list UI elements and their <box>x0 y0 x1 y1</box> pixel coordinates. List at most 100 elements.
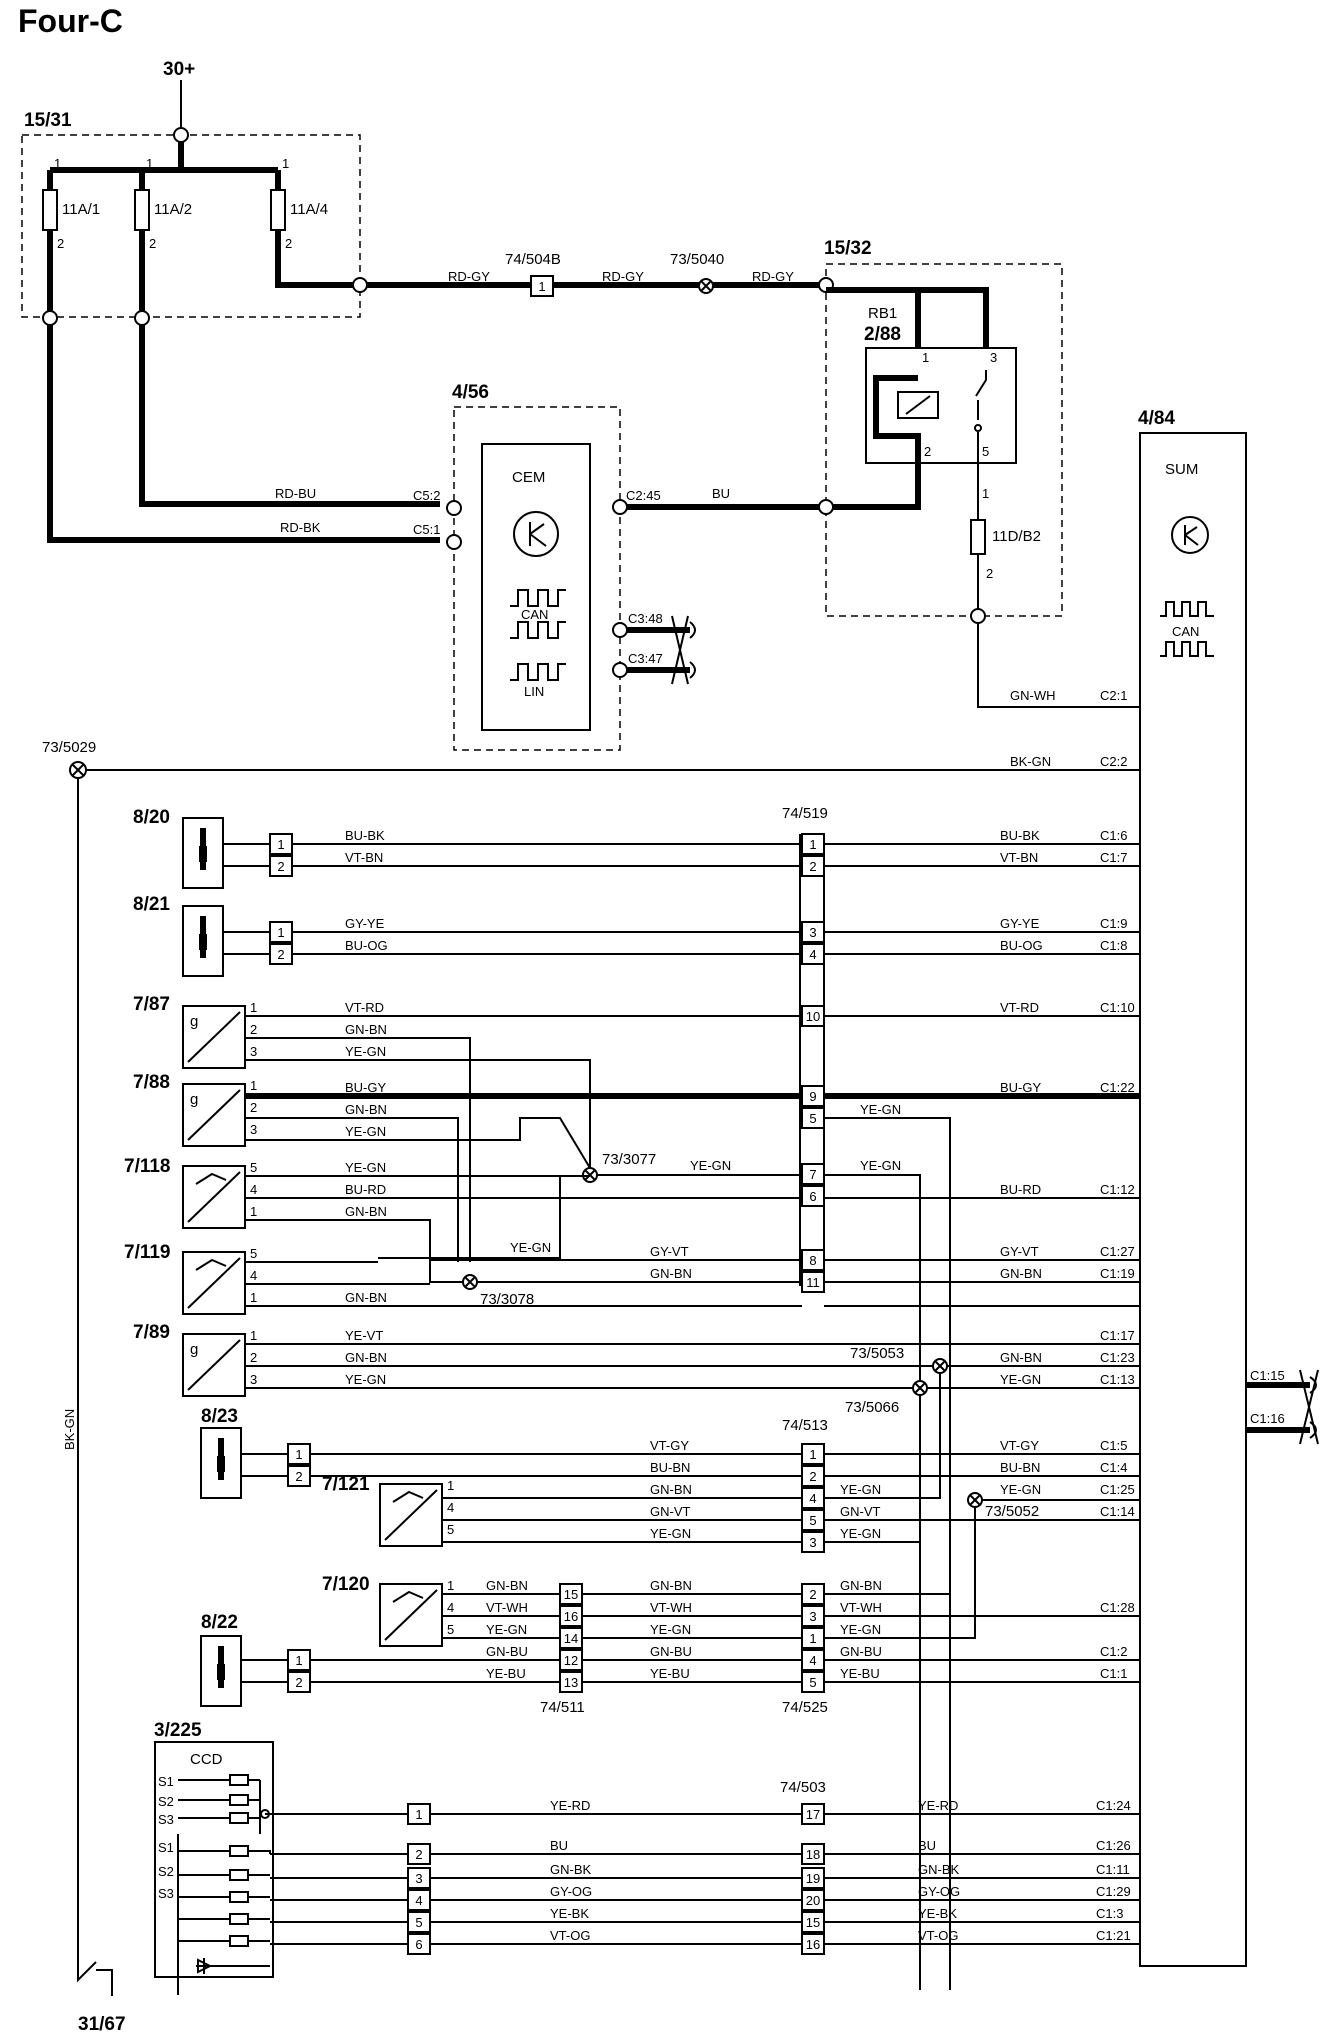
svg-text:BU-GY: BU-GY <box>345 1080 387 1095</box>
svg-text:C1:26: C1:26 <box>1096 1838 1131 1853</box>
svg-text:1: 1 <box>538 279 545 294</box>
svg-text:1: 1 <box>809 1631 816 1646</box>
fusebox-id: 15/31 <box>24 110 72 131</box>
svg-text:GN-VT: GN-VT <box>650 1504 691 1519</box>
svg-text:GN-BN: GN-BN <box>650 1482 692 1497</box>
svg-text:4/84: 4/84 <box>1138 408 1175 429</box>
svg-text:3: 3 <box>250 1044 257 1059</box>
connector-74-503-right: 17 18 19 20 15 16 <box>801 1803 825 1955</box>
svg-text:5: 5 <box>250 1160 257 1175</box>
svg-text:2: 2 <box>415 1847 422 1862</box>
sensor-7-121: 7/121 1 4 5 <box>322 1474 454 1547</box>
svg-text:S2: S2 <box>158 1794 174 1809</box>
svg-text:5: 5 <box>415 1915 422 1930</box>
svg-text:GY-VT: GY-VT <box>1000 1244 1039 1259</box>
svg-text:1: 1 <box>250 1000 257 1015</box>
svg-text:GN-BN: GN-BN <box>486 1578 528 1593</box>
svg-text:YE-VT: YE-VT <box>345 1328 383 1343</box>
svg-text:C1:3: C1:3 <box>1096 1906 1123 1921</box>
svg-text:C1:22: C1:22 <box>1100 1080 1135 1095</box>
svg-text:BU: BU <box>918 1838 936 1853</box>
svg-text:3: 3 <box>809 925 816 940</box>
svg-text:C1:16: C1:16 <box>1250 1411 1285 1426</box>
svg-text:16: 16 <box>806 1937 820 1952</box>
svg-text:RD-GY: RD-GY <box>448 269 490 284</box>
svg-text:YE-GN: YE-GN <box>510 1240 551 1255</box>
svg-text:g: g <box>190 1091 198 1108</box>
svg-text:VT-RD: VT-RD <box>1000 1000 1039 1015</box>
svg-text:74/503: 74/503 <box>780 1779 826 1796</box>
svg-text:YE-RD: YE-RD <box>550 1798 590 1813</box>
svg-text:YE-GN: YE-GN <box>840 1622 881 1637</box>
svg-text:YE-GN: YE-GN <box>345 1372 386 1387</box>
svg-text:GN-VT: GN-VT <box>840 1504 881 1519</box>
svg-text:1: 1 <box>447 1578 454 1593</box>
ground-label: 31/67 <box>78 2014 126 2035</box>
svg-text:3/225: 3/225 <box>154 1720 202 1741</box>
svg-text:BU-BN: BU-BN <box>1000 1460 1040 1475</box>
svg-text:GN-BN: GN-BN <box>345 1350 387 1365</box>
connector-74-519: 1 2 3 4 10 9 5 7 6 8 11 <box>801 833 825 1293</box>
svg-text:C1:23: C1:23 <box>1100 1350 1135 1365</box>
svg-text:4: 4 <box>809 947 816 962</box>
svg-text:1: 1 <box>809 837 816 852</box>
svg-text:74/513: 74/513 <box>782 1417 828 1434</box>
svg-text:1: 1 <box>447 1478 454 1493</box>
svg-text:6: 6 <box>415 1937 422 1952</box>
svg-text:VT-WH: VT-WH <box>486 1600 528 1615</box>
svg-text:73/3078: 73/3078 <box>480 1291 534 1308</box>
svg-text:1: 1 <box>282 156 289 171</box>
svg-text:4: 4 <box>447 1600 454 1615</box>
svg-text:BU-RD: BU-RD <box>1000 1182 1041 1197</box>
svg-text:8: 8 <box>809 1253 816 1268</box>
svg-text:5: 5 <box>809 1111 816 1126</box>
svg-text:2: 2 <box>149 236 156 251</box>
svg-text:C1:15: C1:15 <box>1250 1368 1285 1383</box>
connector-74-504b-label: 74/504B <box>505 251 561 268</box>
svg-text:8/23: 8/23 <box>201 1406 238 1427</box>
cem-module: 4/56 CEM CAN LIN C5:2 C5:1 C2:45 C3:48 C… <box>413 382 696 751</box>
svg-text:BU-RD: BU-RD <box>345 1182 386 1197</box>
svg-text:73/5052: 73/5052 <box>985 1503 1039 1520</box>
svg-text:15/32: 15/32 <box>824 238 872 259</box>
connector-74-525: 2 3 1 4 5 <box>801 1583 825 1693</box>
svg-text:4: 4 <box>809 1491 816 1506</box>
svg-text:10: 10 <box>806 1009 820 1024</box>
supply-label: 30+ <box>163 59 195 80</box>
svg-text:16: 16 <box>564 1609 578 1624</box>
svg-text:8/20: 8/20 <box>133 807 170 828</box>
fuse-label-2: 11A/2 <box>154 201 192 218</box>
svg-text:9: 9 <box>809 1089 816 1104</box>
svg-text:YE-GN: YE-GN <box>1000 1482 1041 1497</box>
svg-text:5: 5 <box>447 1522 454 1537</box>
svg-text:GN-BU: GN-BU <box>650 1644 692 1659</box>
svg-text:8/22: 8/22 <box>201 1612 238 1633</box>
svg-text:7/89: 7/89 <box>133 1322 170 1343</box>
svg-text:7/120: 7/120 <box>322 1574 370 1595</box>
svg-text:g: g <box>190 1013 198 1030</box>
svg-text:BU-BK: BU-BK <box>1000 828 1040 843</box>
svg-text:C1:25: C1:25 <box>1100 1482 1135 1497</box>
svg-text:GN-BN: GN-BN <box>1000 1266 1042 1281</box>
svg-text:C1:10: C1:10 <box>1100 1000 1135 1015</box>
svg-text:1: 1 <box>295 1447 302 1462</box>
sensor-7-118: 7/118 5 4 1 <box>124 1156 257 1229</box>
svg-text:5: 5 <box>447 1622 454 1637</box>
svg-text:1: 1 <box>250 1328 257 1343</box>
svg-text:YE-GN: YE-GN <box>345 1160 386 1175</box>
svg-text:2: 2 <box>809 1587 816 1602</box>
ccd-switch-unit: 3/225 CCD S1 S2 S3 S1 S2 S3 <box>154 1720 274 1995</box>
svg-text:C1:4: C1:4 <box>1100 1460 1127 1475</box>
svg-text:14: 14 <box>564 1631 578 1646</box>
svg-text:74/511: 74/511 <box>540 1699 585 1716</box>
svg-text:C2:45: C2:45 <box>626 488 661 503</box>
svg-text:GN-BN: GN-BN <box>345 1102 387 1117</box>
svg-text:YE-BU: YE-BU <box>486 1666 526 1681</box>
svg-text:C1:19: C1:19 <box>1100 1266 1135 1281</box>
svg-text:VT-OG: VT-OG <box>550 1928 590 1943</box>
svg-text:BU-BK: BU-BK <box>345 828 385 843</box>
svg-text:GN-BU: GN-BU <box>486 1644 528 1659</box>
svg-text:5: 5 <box>250 1246 257 1261</box>
svg-text:17: 17 <box>806 1807 820 1822</box>
